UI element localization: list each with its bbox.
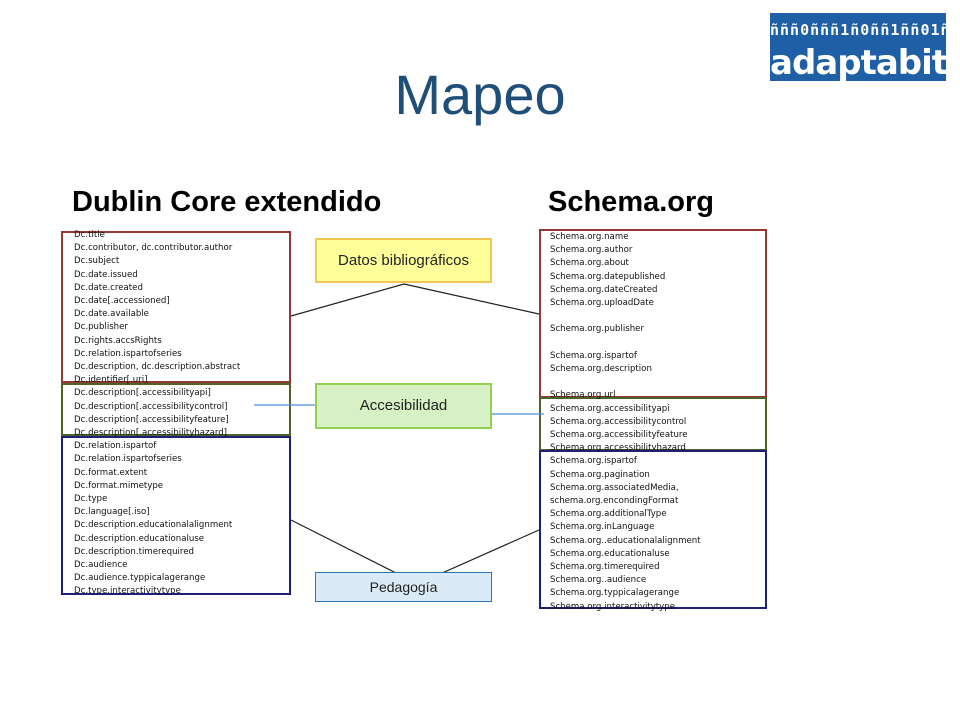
field-item: Dc.relation.ispartof	[74, 441, 157, 452]
field-item: Schema.org.educationaluse	[550, 548, 670, 559]
field-item: Dc.contributor, dc.contributor.author	[74, 243, 233, 254]
connector-bibliographic-right	[403, 283, 540, 315]
field-item: Schema.org.interactivitytype	[550, 601, 676, 612]
field-item: Dc.subject	[74, 256, 120, 267]
category-bibliographic-label: Datos bibliográficos	[338, 252, 469, 269]
left-bibliographic-group-frame	[61, 231, 291, 383]
field-item: Dc.type	[74, 494, 108, 505]
field-item: Dc.description, dc.description.abstract	[74, 362, 241, 373]
category-pedagogy-label: Pedagogía	[369, 579, 438, 595]
left-column-heading: Dublin Core extendido	[72, 186, 382, 218]
category-accessibility: Accesibilidad	[315, 383, 492, 429]
right-column-heading: Schema.org	[548, 186, 714, 218]
field-item: Dc.date.issued	[74, 269, 138, 280]
field-item: Schema.org.accessibilitycontrol	[550, 416, 687, 427]
field-item: Dc.description.timerequired	[74, 546, 195, 557]
slide-title: Mapeo	[394, 63, 566, 126]
field-item: Dc.date.available	[74, 309, 149, 320]
field-item: Schema.org..audience	[550, 575, 647, 586]
field-item: Schema.org.timerequired	[550, 562, 660, 573]
field-item: Dc.format.extent	[74, 467, 148, 478]
field-item: Schema.org.pagination	[550, 469, 650, 480]
field-item: Dc.identifier[.uri]	[74, 375, 148, 386]
field-item: Schema.org.dateCreated	[550, 284, 658, 295]
field-item: Dc.description[.accessibilityfeature]	[74, 414, 229, 425]
connector-bibliographic-left	[290, 283, 405, 317]
field-item: Dc.relation.ispartofseries	[74, 348, 182, 359]
field-item: Dc.audience	[74, 560, 128, 571]
field-item: Schema.org.about	[550, 258, 629, 269]
field-item: Schema.org.accessibilityapi	[550, 403, 670, 414]
right-pedagogy-group-frame	[539, 450, 767, 609]
field-item: Dc.description[.accessibilityapi]	[74, 388, 211, 399]
field-item: Dc.date[.accessioned]	[74, 296, 170, 307]
field-item: Dc.description.educationalalignment	[74, 520, 233, 531]
logo-binary-text: ñññ0ñññ1ñ0ññ1ññ01ñ	[770, 21, 946, 39]
category-accessibility-label: Accesibilidad	[359, 397, 448, 414]
field-item: Dc.language[.iso]	[74, 507, 150, 518]
field-item: Dc.audience.typpicalagerange	[74, 573, 206, 584]
field-item: Dc.rights.accsRights	[74, 335, 162, 346]
field-item: Dc.format.mimetype	[74, 480, 164, 491]
connector-pedagogy-left	[290, 519, 405, 578]
field-item: Schema.org.inLanguage	[550, 522, 655, 533]
adaptabit-logo: ñññ0ñññ1ñ0ññ1ññ01ñ adaptabit	[770, 13, 946, 81]
field-item: Dc.description[.accessibilitycontrol]	[74, 401, 228, 412]
category-pedagogy: Pedagogía	[315, 572, 492, 602]
field-item: Schema.org.name	[550, 232, 629, 242]
field-item: Dc.title	[74, 230, 105, 240]
field-item: Schema.org.description	[550, 364, 652, 375]
field-item: Schema.org.typpicalagerange	[550, 588, 680, 599]
category-bibliographic-data: Datos bibliográficos	[315, 238, 492, 283]
field-item: schema.org.encondingFormat	[550, 496, 679, 507]
field-item: Schema.org.uploadDate	[550, 298, 654, 309]
field-item: Dc.description[.accessibilityhazard]	[74, 428, 228, 439]
field-item: Schema.org.accessibilityhazard	[550, 443, 686, 454]
field-item: Schema.org.author	[550, 245, 633, 256]
logo-wordmark: adaptabit	[770, 43, 946, 81]
field-item: Dc.relation.ispartofseries	[74, 454, 182, 465]
field-item: Dc.publisher	[74, 322, 128, 333]
left-accessibility-group-frame	[61, 383, 291, 436]
left-pedagogy-group-frame	[61, 436, 291, 595]
field-item: Schema.org.ispartof	[550, 456, 637, 467]
field-item: Schema.org.additionalType	[550, 509, 667, 520]
field-item: Dc.description.educationaluse	[74, 533, 205, 544]
field-item: Dc.type.interactivitytype	[74, 586, 181, 597]
field-item: Schema.org.url	[550, 390, 616, 401]
field-item: Schema.org..educationalalignment	[550, 535, 701, 546]
field-item: Schema.org.publisher	[550, 324, 644, 335]
field-item: Schema.org.accessibilityfeature	[550, 430, 688, 441]
field-item: Schema.org.datepublished	[550, 271, 666, 282]
field-item: Schema.org.associatedMedia,	[550, 482, 679, 493]
field-item: Dc.date.created	[74, 282, 143, 293]
field-item: Schema.org.ispartof	[550, 350, 637, 361]
